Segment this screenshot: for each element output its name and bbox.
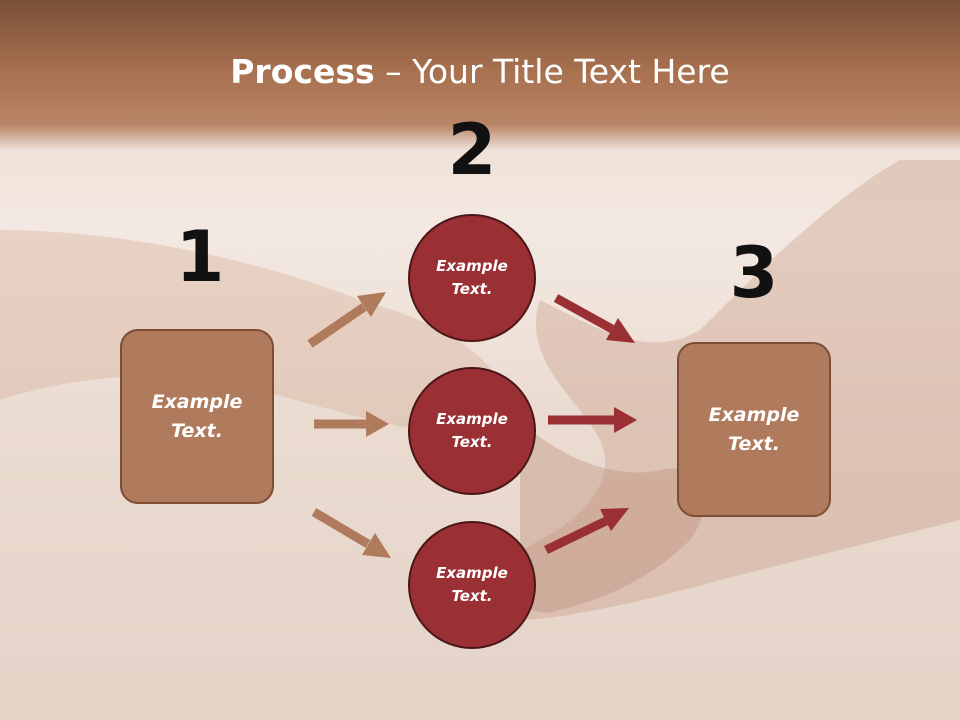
- arrow-middle-to-3: [548, 407, 637, 433]
- circle-bottom-line2: Text.: [451, 587, 493, 605]
- arrow-1-to-bottom: [311, 508, 391, 558]
- step-3-line2: Text.: [728, 432, 780, 455]
- arrow-1-to-middle: [314, 411, 389, 437]
- step-1-box[interactable]: Example Text.: [120, 329, 274, 504]
- arrow-bottom-to-3: [544, 508, 629, 555]
- step-3-line1: Example: [708, 403, 800, 426]
- slide-title: Process – Your Title Text Here: [0, 52, 960, 91]
- arrow-top-to-3: [553, 294, 635, 343]
- arrow-1-to-top: [307, 292, 386, 348]
- step-number-3: 3: [729, 232, 779, 314]
- step-2-circle-bottom[interactable]: Example Text.: [408, 521, 536, 649]
- step-number-2: 2: [447, 109, 497, 191]
- circle-middle-line1: Example: [436, 410, 508, 428]
- step-2-circle-top[interactable]: Example Text.: [408, 214, 536, 342]
- step-1-line2: Text.: [171, 419, 223, 442]
- circle-middle-line2: Text.: [451, 433, 493, 451]
- step-1-line1: Example: [151, 390, 243, 413]
- step-2-circle-middle[interactable]: Example Text.: [408, 367, 536, 495]
- title-bold: Process: [230, 52, 375, 91]
- step-number-1: 1: [175, 216, 225, 298]
- title-rest: – Your Title Text Here: [374, 52, 730, 91]
- circle-top-line2: Text.: [451, 280, 493, 298]
- step-3-box[interactable]: Example Text.: [677, 342, 831, 517]
- circle-bottom-line1: Example: [436, 564, 508, 582]
- circle-top-line1: Example: [436, 257, 508, 275]
